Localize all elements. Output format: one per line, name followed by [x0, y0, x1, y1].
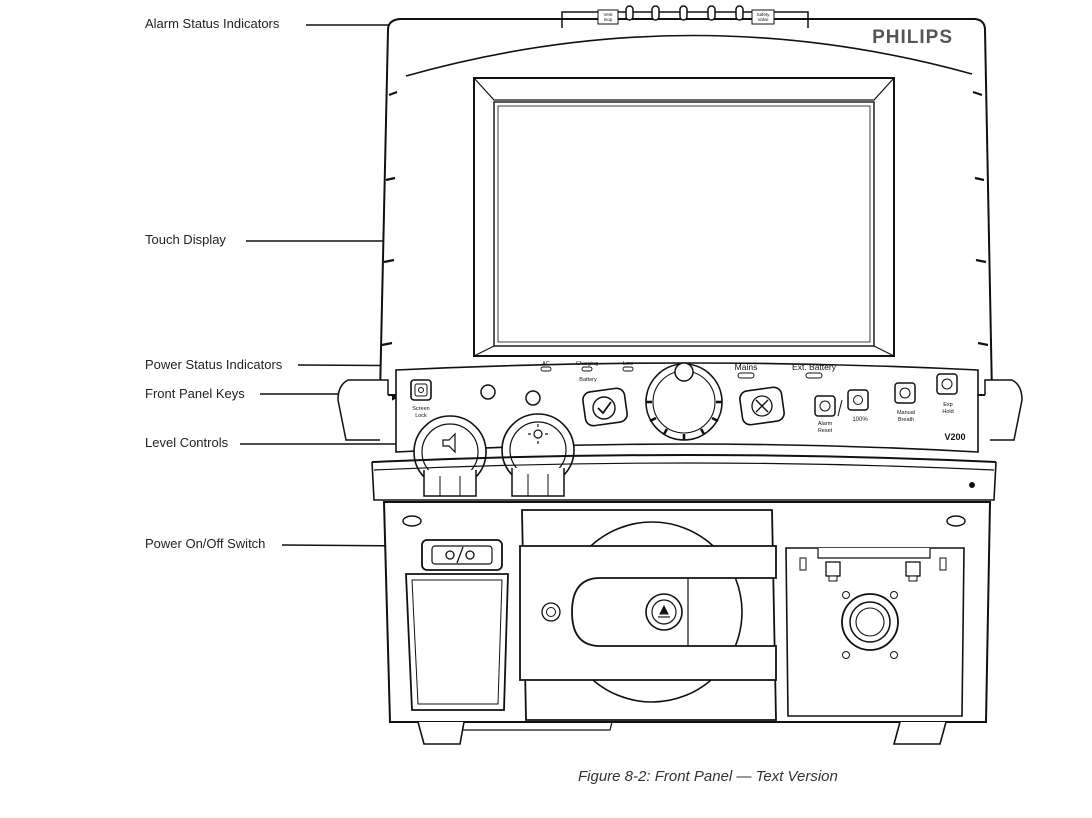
outlet-port-panel [785, 547, 965, 717]
callout-alarm-status-indicators: Alarm Status Indicators [145, 16, 280, 31]
callout-touch-display: Touch Display [145, 232, 226, 247]
led-label-low: Low [623, 361, 633, 367]
manual-breath-label-2: Breath [898, 417, 914, 423]
manual-breath-label-1: Manual [897, 410, 915, 416]
alarm-left-label-1: Vent [603, 12, 613, 17]
callout-power-status-indicators: Power Status Indicators [145, 357, 283, 372]
navigation-knob[interactable] [645, 362, 723, 441]
o2-100-label: 100% [852, 417, 868, 423]
screen-lock-key[interactable] [410, 379, 432, 401]
led-label-battery: Battery [579, 377, 597, 383]
figure-caption: Figure 8-2: Front Panel — Text Version [578, 768, 838, 785]
alarm-reset-label-1: Alarm [818, 421, 833, 427]
volume-level-knob[interactable] [413, 415, 487, 497]
power-on-off-switch[interactable] [421, 539, 503, 571]
exp-hold-label-1: Exp [943, 402, 952, 408]
screen-lock-label-1: Screen [412, 406, 429, 412]
brand-logo: PHILIPS [872, 27, 953, 48]
alarm-status-strip: Vent Inop Safety Valve [561, 5, 809, 28]
model-label: V200 [944, 432, 965, 442]
screen-lock-label-2: Lock [415, 413, 427, 419]
accept-key[interactable] [582, 387, 628, 427]
callout-front-panel-keys: Front Panel Keys [145, 386, 245, 401]
alarm-silence-key[interactable] [739, 386, 785, 426]
power-switch-housing [405, 573, 509, 711]
alarm-reset-key[interactable] [814, 395, 836, 417]
brightness-level-knob[interactable] [501, 413, 575, 497]
o2-100-key[interactable] [837, 389, 869, 417]
housing-ledge [371, 454, 997, 501]
callout-power-on-off-switch: Power On/Off Switch [145, 536, 266, 551]
exp-hold-key[interactable] [936, 373, 958, 395]
alarm-right-label-1: Safety [757, 12, 771, 17]
led-label-ac: AC [542, 361, 550, 367]
ext-battery-label: Ext. Battery [792, 362, 837, 372]
alarm-left-label-2: Inop [604, 17, 613, 22]
exp-hold-label-2: Hold [942, 409, 953, 415]
manual-breath-key[interactable] [894, 382, 916, 404]
alarm-reset-label-2: Reset [818, 428, 833, 434]
callout-level-controls: Level Controls [145, 435, 229, 450]
patient-circuit-assembly [519, 509, 777, 721]
led-label-charging: Charging [576, 361, 598, 367]
touch-display [473, 77, 895, 357]
alarm-right-label-2: Valve [758, 17, 769, 22]
mains-label: Mains [735, 362, 758, 372]
